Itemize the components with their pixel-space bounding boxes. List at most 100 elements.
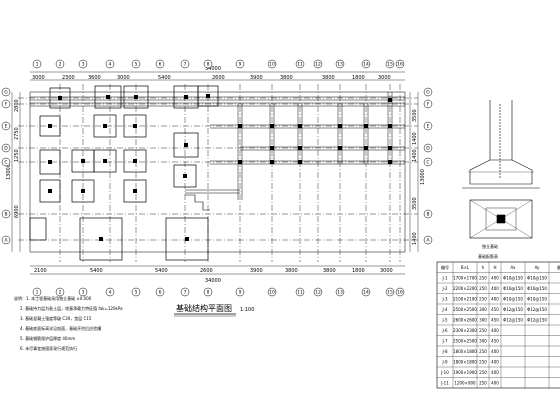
row-axis-bubble: C (1, 157, 11, 167)
footing-pad (197, 85, 219, 107)
right-dim: 3500 (412, 197, 418, 210)
row-axis-bubble: A (423, 235, 433, 245)
left-total-dim: 13000 (6, 164, 12, 180)
top-dim: 3000 (378, 75, 391, 81)
right-dimension-texts: 3500 1400 1400 3500 1400 13000 (412, 109, 426, 245)
top-dim: 2600 (212, 75, 225, 81)
row-axis-label: B (426, 212, 429, 218)
column-axis-label: 6 (159, 290, 162, 296)
column-axis-bubble: 9 (235, 59, 245, 69)
column-axis-lines (59, 84, 401, 262)
table-cell: J-11 (440, 380, 449, 385)
table-cell: Φ10@150 (527, 275, 547, 280)
columns (48, 94, 392, 241)
left-dim: 2800 (14, 99, 20, 112)
row-axis-bubble: A (1, 235, 11, 245)
column-axis-bubble: 8 (203, 287, 213, 297)
table-cell: 400 (491, 286, 499, 291)
column-axis-label: 8 (207, 62, 210, 68)
footing-pad (123, 149, 147, 173)
column-axis-bubble: 15 (385, 287, 395, 297)
table-cell: 2500×2500 (453, 307, 477, 312)
footing-pad (173, 132, 199, 158)
row-axis-bubble: G (1, 87, 11, 97)
row-axis-bubble: E (1, 121, 11, 131)
table-cell: J-1 (441, 275, 447, 280)
column-axis-label: 2 (59, 290, 62, 296)
top-dim: 3000 (32, 75, 45, 81)
table-header-cell: h (482, 265, 485, 270)
column-axis-label: 1 (36, 62, 39, 68)
column-axis-bubble: 14 (361, 59, 371, 69)
footings (29, 85, 219, 261)
footing-pad (123, 85, 149, 109)
footing-detail (462, 100, 540, 239)
top-dim: 5400 (158, 75, 171, 81)
bottom-dim: 3000 (380, 268, 393, 274)
table-cell: J-3 (441, 296, 447, 301)
table-cell: 2600×2600 (453, 317, 477, 322)
bottom-total-dim: 34000 (205, 278, 221, 284)
note-line: 说明：1. 本工程基础采用独立基础 ±0.000 (14, 295, 92, 301)
table-cell: 300 (479, 317, 487, 322)
column-axis-label: 13 (337, 62, 343, 68)
table-cell: J-8 (441, 349, 447, 354)
column-axis-bubble: 13 (335, 59, 345, 69)
column-axis-bubble: 4 (105, 59, 115, 69)
table-cell: Φ10@150 (527, 286, 547, 291)
row-axis-bubble: B (423, 209, 433, 219)
table-cell: 250 (479, 286, 487, 291)
column-axis-label: 6 (159, 62, 162, 68)
table-cell: Φ10@150 (503, 275, 523, 280)
top-dim: 1800 (352, 75, 365, 81)
table-cell: 400 (491, 275, 499, 280)
column-axis-label: 15 (387, 290, 393, 296)
left-dimension-texts: 2800 2750 1250 6900 13000 (6, 99, 20, 218)
footing-pad (71, 179, 95, 203)
column-axis-bubble: 3 (78, 59, 88, 69)
row-axis-bubble: E (423, 121, 433, 131)
row-axis-label: D (426, 146, 430, 152)
table-cell: 450 (491, 307, 499, 312)
column-axis-bubble: 12 (313, 59, 323, 69)
table-cell: 1800×1800 (453, 349, 477, 354)
table-cell: J-7 (441, 338, 447, 343)
column-axis-bubbles: 1122334455667788991010111112121313141415… (32, 59, 405, 297)
bottom-dim: 3900 (250, 268, 263, 274)
bottom-dimension-texts: 2100 5400 5400 2600 3900 3800 3800 1800 … (34, 268, 393, 284)
column-axis-bubble: 11 (295, 287, 305, 297)
table-cell: Φ10@150 (527, 296, 547, 301)
bottom-dim: 3800 (285, 268, 298, 274)
column-axis-bubble: 15 (385, 59, 395, 69)
plan-title-block: 基础结构平面图 1:100 (174, 303, 254, 317)
table-cell: 2300×2300 (453, 328, 477, 333)
top-dim: 3000 (117, 75, 130, 81)
foundation-plan (18, 84, 418, 262)
table-cell: Φ12@150 (503, 307, 523, 312)
top-dim: 2300 (62, 75, 75, 81)
table-cell: 400 (491, 349, 499, 354)
row-axis-bubble: C (423, 157, 433, 167)
column-axis-label: 14 (363, 290, 369, 296)
column-axis-label: 8 (207, 290, 210, 296)
table-cell: 2500×2500 (453, 338, 477, 343)
top-dim: 3800 (280, 75, 293, 81)
step-outline (185, 194, 210, 211)
row-axis-label: A (426, 238, 430, 244)
table-cell: 1800×1800 (453, 359, 477, 364)
column-axis-label: 12 (315, 62, 321, 68)
top-total-dim: 34000 (205, 66, 221, 72)
column-axis-bubble: 11 (295, 59, 305, 69)
table-cell: 1700×1700 (453, 275, 477, 280)
column-axis-label: 9 (239, 290, 242, 296)
table-cell: 250 (479, 328, 487, 333)
column-axis-bubble: 4 (105, 287, 115, 297)
footing-pad (79, 217, 123, 261)
column-axis-label: 10 (269, 290, 275, 296)
column-axis-label: 2 (59, 62, 62, 68)
footing-pad (173, 164, 197, 188)
detail-label: 独立基础 (482, 243, 498, 249)
footing-schedule-table: 编号B×LhHAxAy备注J-11700×1700250400Φ10@150Φ1… (436, 261, 560, 389)
table-cell: 400 (491, 359, 499, 364)
column-axis-bubble: 10 (267, 287, 277, 297)
